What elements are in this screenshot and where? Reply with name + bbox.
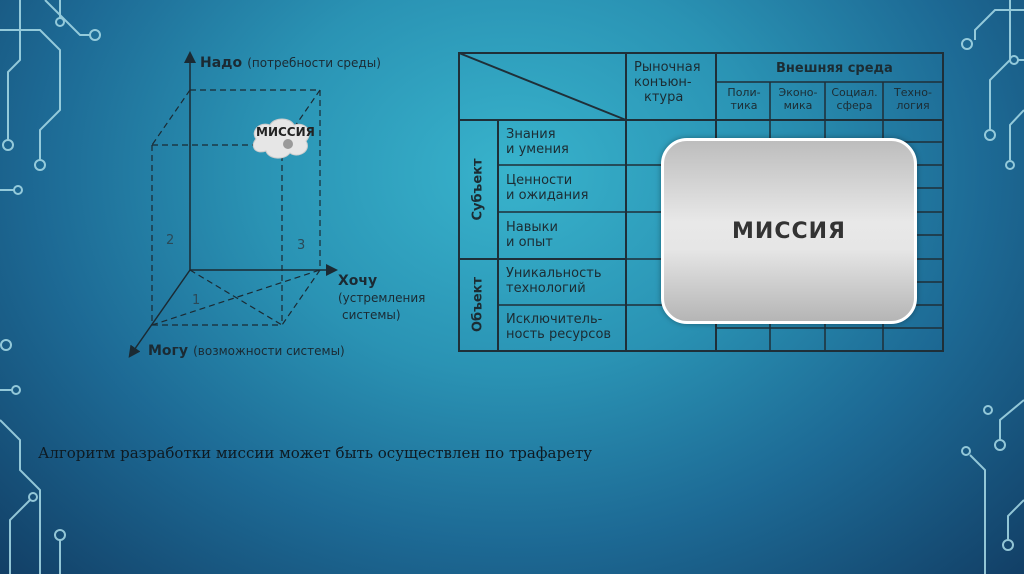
row-skills-l1: Навыки	[506, 220, 558, 235]
market-header-line2: конъюн-	[634, 75, 692, 90]
edge-number-3: 3	[297, 238, 306, 253]
axis-right-sub1: (устремления	[338, 291, 426, 305]
edge-number-2: 2	[166, 233, 175, 248]
subheader-technology: Техно- логия	[884, 86, 942, 112]
market-header-line1: Рыночная	[634, 60, 701, 75]
axis-up-label: Надо (потребности среды)	[200, 52, 381, 71]
market-header: Рыночная конъюн- ктура	[634, 60, 714, 105]
axis-right-main: Хочу	[338, 273, 378, 289]
mission-box: МИССИЯ	[661, 138, 917, 324]
group-subject-label: Субъект	[470, 158, 486, 221]
axis-right-sub2: системы)	[342, 308, 401, 322]
row-knowledge: Знания и умения	[506, 127, 569, 157]
cube-lines	[128, 51, 338, 358]
row-tech-l1: Уникальность	[506, 266, 602, 281]
subheader-social-l1: Социал.	[831, 86, 878, 99]
mission-table: Рыночная конъюн- ктура Внешняя среда Пол…	[458, 52, 944, 352]
row-resources-l2: ность ресурсов	[506, 327, 612, 342]
subheader-politics: Поли- тика	[718, 86, 770, 112]
row-knowledge-l2: и умения	[506, 142, 569, 157]
edge-number-1: 1	[192, 293, 201, 308]
row-skills-l2: и опыт	[506, 235, 553, 250]
subheader-social-l2: сфера	[836, 99, 873, 112]
row-skills: Навыки и опыт	[506, 220, 558, 250]
row-values-l1: Ценности	[506, 173, 573, 188]
subheader-economy-l2: мика	[783, 99, 813, 112]
axis-up-main: Надо	[200, 55, 243, 71]
row-tech-l2: технологий	[506, 281, 586, 296]
market-header-line3: ктура	[644, 90, 684, 105]
row-knowledge-l1: Знания	[506, 127, 556, 142]
row-values-l2: и ожидания	[506, 188, 589, 203]
axis-up-sub: (потребности среды)	[247, 56, 381, 70]
axis-down-label: Могу (возможности системы)	[148, 340, 345, 359]
row-tech: Уникальность технологий	[506, 266, 602, 296]
row-resources: Исключитель- ность ресурсов	[506, 312, 611, 342]
subheader-technology-l2: логия	[896, 99, 930, 112]
subheader-politics-l1: Поли-	[727, 86, 761, 99]
subheader-social: Социал. сфера	[826, 86, 883, 112]
subheader-economy: Эконо- мика	[771, 86, 825, 112]
row-resources-l1: Исключитель-	[506, 312, 603, 327]
slide-caption: Алгоритм разработки миссии может быть ос…	[38, 444, 593, 462]
cube-diagram: МИССИЯ 2 3 1	[120, 45, 420, 365]
subheader-technology-l1: Техно-	[894, 86, 932, 99]
subheader-economy-l1: Эконо-	[778, 86, 818, 99]
group-object-label: Объект	[470, 276, 486, 333]
subheader-politics-l2: тика	[730, 99, 758, 112]
mission-cloud	[248, 117, 314, 163]
mission-cloud-label: МИССИЯ	[256, 125, 315, 139]
axis-down-sub: (возможности системы)	[193, 344, 345, 358]
axis-down-main: Могу	[148, 343, 188, 359]
row-values: Ценности и ожидания	[506, 173, 588, 203]
axis-right-label: Хочу (устремления системы)	[338, 272, 425, 323]
mission-box-label: МИССИЯ	[732, 218, 846, 244]
external-environment-header: Внешняя среда	[776, 61, 893, 76]
